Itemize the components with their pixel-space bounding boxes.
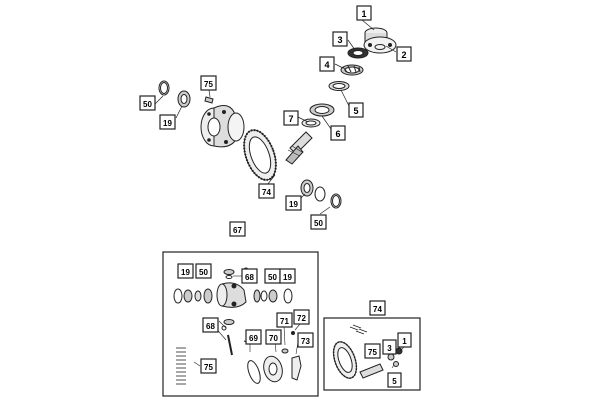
inner-pinion-bearing-part: [309, 103, 335, 117]
callout-69: 69: [245, 329, 262, 345]
bearing-cup-part: [328, 81, 350, 91]
callout-68-kit-mid: 68: [202, 317, 219, 333]
svg-text:50: 50: [143, 100, 152, 109]
ring-gear-part: [243, 129, 277, 181]
callout-4: 4: [319, 56, 335, 72]
callout-71: 71: [276, 312, 293, 328]
svg-text:1: 1: [361, 9, 366, 19]
leader-lines-main: [154, 19, 397, 215]
svg-text:50: 50: [314, 219, 323, 228]
svg-text:75: 75: [204, 80, 213, 89]
callout-5-kit: 5: [387, 372, 402, 388]
svg-text:1: 1: [402, 337, 407, 346]
callout-1-kit: 1: [397, 332, 412, 348]
svg-text:73: 73: [301, 337, 310, 346]
side-bearing-left-part: [177, 90, 191, 108]
callout-74-kit: 74: [369, 300, 386, 316]
pinion-bearing-part: [340, 64, 364, 76]
svg-text:74: 74: [373, 305, 382, 314]
svg-text:74: 74: [262, 188, 271, 197]
svg-text:3: 3: [337, 35, 342, 45]
callout-67: 67: [229, 221, 246, 237]
ring-gear-bolt-part: [204, 96, 214, 104]
callout-75-top: 75: [200, 75, 217, 91]
callout-19-kit-left: 19: [177, 263, 194, 279]
callout-50-left: 50: [139, 95, 156, 111]
callout-5: 5: [348, 102, 364, 118]
svg-text:68: 68: [245, 273, 254, 282]
pinion-gear-part: [285, 131, 313, 165]
bearing-cup-right-part: [314, 186, 342, 209]
svg-text:71: 71: [280, 317, 289, 326]
svg-text:4: 4: [324, 60, 329, 70]
svg-text:3: 3: [387, 344, 392, 353]
differential-case-part: [200, 105, 245, 148]
svg-text:7: 7: [288, 114, 293, 124]
svg-text:75: 75: [368, 348, 377, 357]
svg-text:5: 5: [353, 106, 358, 116]
callout-7: 7: [283, 110, 299, 126]
kit-74-box: [323, 317, 421, 391]
svg-text:19: 19: [181, 268, 190, 277]
kit-67-parts: [173, 267, 302, 385]
svg-text:19: 19: [163, 119, 172, 128]
callout-70: 70: [265, 329, 282, 345]
pinion-flange-part: [363, 27, 397, 54]
callout-6: 6: [330, 125, 346, 141]
side-bearing-right-part: [300, 179, 314, 197]
svg-text:75: 75: [204, 363, 213, 372]
svg-text:6: 6: [335, 129, 340, 139]
callout-68-kit-top: 68: [241, 268, 258, 284]
callout-19-left: 19: [159, 114, 176, 130]
callout-3: 3: [332, 31, 348, 47]
callout-50-kit-right: 50: [264, 268, 281, 284]
callout-19-bottom: 19: [285, 195, 302, 211]
svg-text:19: 19: [283, 273, 292, 282]
kit-74-parts: [332, 324, 405, 379]
svg-text:50: 50: [268, 273, 277, 282]
svg-text:50: 50: [199, 268, 208, 277]
svg-text:5: 5: [392, 377, 397, 386]
svg-text:68: 68: [206, 322, 215, 331]
callout-75-kit: 75: [200, 358, 217, 374]
callout-74-top: 74: [258, 183, 275, 199]
callout-50-bottom: 50: [310, 214, 327, 230]
svg-text:72: 72: [297, 314, 306, 323]
callout-50-kit-left: 50: [195, 263, 212, 279]
callout-73: 73: [297, 332, 314, 348]
svg-text:70: 70: [269, 334, 278, 343]
callout-3-kit: 3: [382, 339, 397, 355]
kit-67-box: [162, 251, 319, 397]
callout-75-kit2: 75: [364, 343, 381, 359]
svg-text:19: 19: [289, 200, 298, 209]
bearing-cup-left-part: [158, 80, 170, 96]
callout-1: 1: [356, 5, 372, 21]
pinion-seal-part: [347, 47, 369, 59]
svg-text:69: 69: [249, 334, 258, 343]
callout-72: 72: [293, 309, 310, 325]
svg-text:2: 2: [401, 50, 406, 60]
svg-text:67: 67: [233, 226, 242, 235]
callout-19-kit-right: 19: [279, 268, 296, 284]
callout-2: 2: [396, 46, 412, 62]
